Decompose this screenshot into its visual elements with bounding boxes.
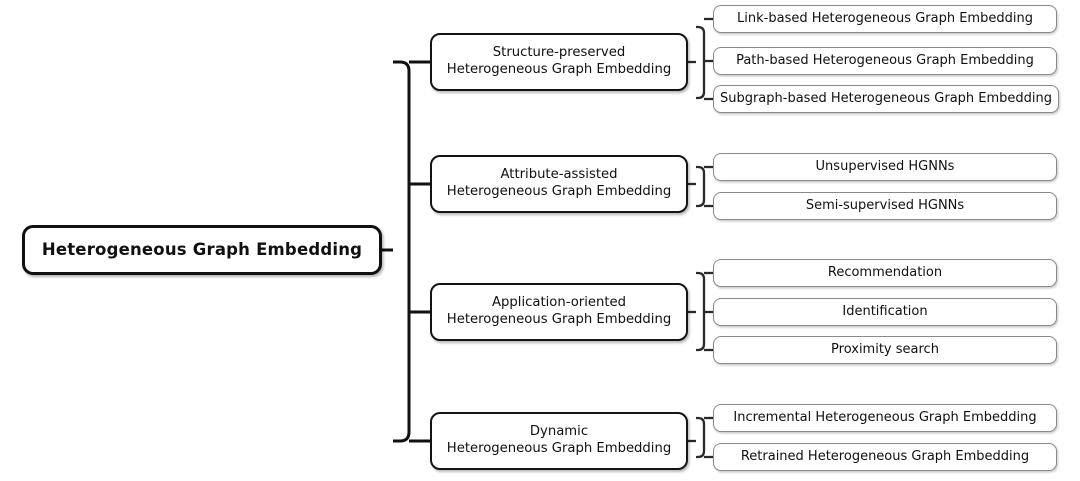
connector-trunk (393, 60, 411, 443)
branch-label-line2: Heterogeneous Graph Embedding (446, 62, 672, 77)
leaf-node-label: Semi-supervised HGNNs (805, 197, 965, 213)
leaf-node-label: Link-based Heterogeneous Graph Embedding (737, 10, 1033, 26)
leaf-node-unsupervised-hgnns[interactable]: Unsupervised HGNNs (713, 153, 1057, 181)
connector-group2-spine (696, 165, 706, 208)
connector-group4-spine (696, 416, 706, 459)
branch-node-text: Structure-preserved Heterogeneous Graph … (447, 45, 671, 79)
leaf-node-label: Path-based Heterogeneous Graph Embedding (736, 52, 1034, 68)
branch-node-dynamic[interactable]: Dynamic Heterogeneous Graph Embedding (430, 412, 688, 470)
leaf-node-path-based[interactable]: Path-based Heterogeneous Graph Embedding (713, 47, 1057, 75)
connector-group3-spine (696, 271, 706, 352)
branch-label-line2: Heterogeneous Graph Embedding (446, 441, 672, 456)
branch-node-text: Application-oriented Heterogeneous Graph… (447, 295, 671, 329)
root-node-label: Heterogeneous Graph Embedding (41, 240, 363, 260)
branch-node-structure-preserved[interactable]: Structure-preserved Heterogeneous Graph … (430, 33, 688, 91)
leaf-node-semi-supervised-hgnns[interactable]: Semi-supervised HGNNs (713, 192, 1057, 220)
leaf-node-label: Incremental Heterogeneous Graph Embeddin… (733, 409, 1037, 425)
leaf-node-identification[interactable]: Identification (713, 298, 1057, 326)
leaf-node-label: Proximity search (831, 341, 939, 357)
leaf-node-label: Identification (842, 303, 928, 319)
branch-label-line1: Application-oriented (492, 295, 626, 311)
leaf-node-recommendation[interactable]: Recommendation (713, 259, 1057, 287)
branch-label-line2: Heterogeneous Graph Embedding (446, 184, 672, 199)
leaf-node-proximity-search[interactable]: Proximity search (713, 336, 1057, 364)
leaf-node-label: Unsupervised HGNNs (815, 158, 955, 174)
leaf-node-label: Recommendation (827, 264, 943, 280)
leaf-node-link-based[interactable]: Link-based Heterogeneous Graph Embedding (713, 5, 1057, 33)
branch-node-text: Attribute-assisted Heterogeneous Graph E… (447, 167, 671, 201)
root-node[interactable]: Heterogeneous Graph Embedding (22, 225, 382, 275)
leaf-node-retrained[interactable]: Retrained Heterogeneous Graph Embedding (713, 443, 1057, 471)
branch-node-attribute-assisted[interactable]: Attribute-assisted Heterogeneous Graph E… (430, 155, 688, 213)
branch-label-line2: Heterogeneous Graph Embedding (446, 312, 672, 327)
leaf-node-label: Retrained Heterogeneous Graph Embedding (740, 448, 1030, 464)
leaf-node-incremental[interactable]: Incremental Heterogeneous Graph Embeddin… (713, 404, 1057, 432)
branch-node-application-oriented[interactable]: Application-oriented Heterogeneous Graph… (430, 283, 688, 341)
leaf-node-subgraph-based[interactable]: Subgraph-based Heterogeneous Graph Embed… (713, 85, 1059, 113)
branch-node-text: Dynamic Heterogeneous Graph Embedding (447, 424, 671, 458)
connector-group1-spine (696, 25, 706, 100)
branch-label-line1: Dynamic (529, 424, 589, 440)
leaf-node-label: Subgraph-based Heterogeneous Graph Embed… (719, 90, 1053, 106)
branch-label-line1: Attribute-assisted (500, 167, 618, 183)
branch-label-line1: Structure-preserved (492, 45, 626, 61)
